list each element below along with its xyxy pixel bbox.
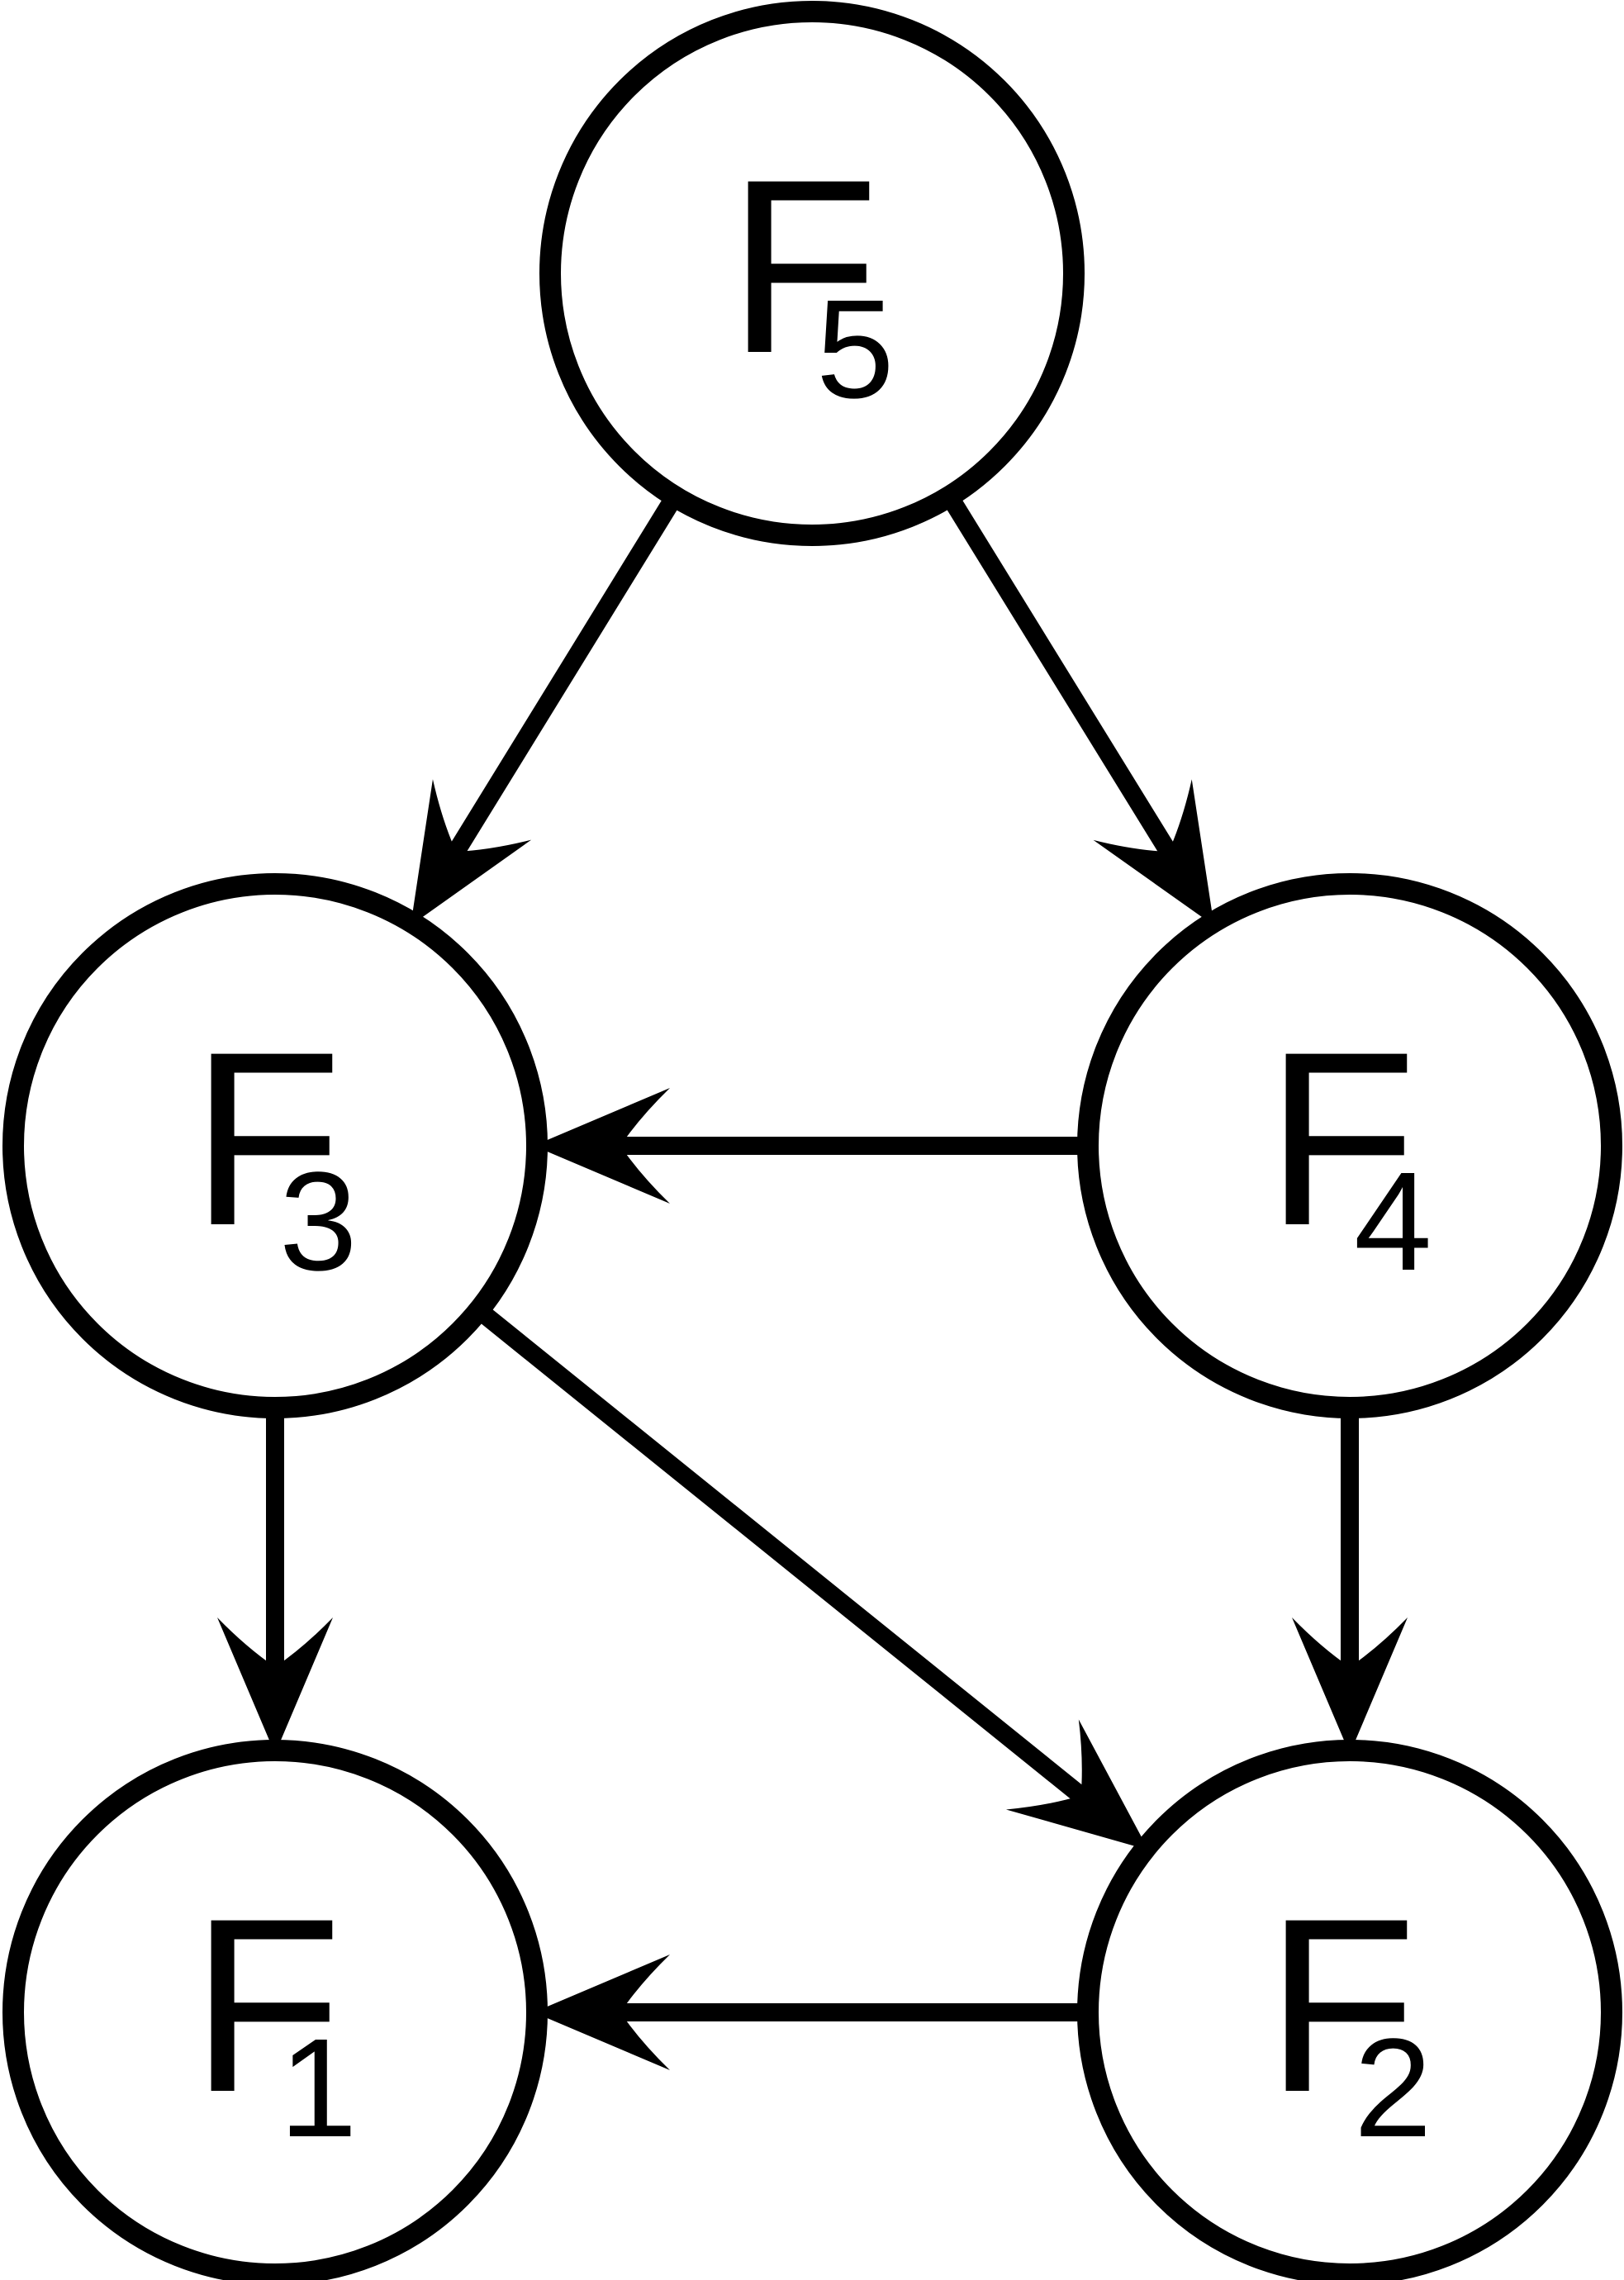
- node-circle: [539, 1, 1085, 546]
- arrowhead-icon: [1005, 1719, 1149, 1850]
- node-label-subscript: 4: [1354, 1143, 1432, 1300]
- node-label-subscript: 2: [1354, 2010, 1432, 2167]
- edge-f5-to-f4: [943, 492, 1214, 926]
- edge-f5-to-f3: [411, 492, 682, 926]
- edge-f4-to-f3: [534, 1088, 1086, 1204]
- arrowhead-icon: [1292, 1617, 1408, 1754]
- node-f1: F1: [2, 1740, 548, 2280]
- arrowhead-icon: [411, 779, 532, 926]
- node-f3: F3: [2, 873, 548, 1418]
- arrowhead-icon: [534, 1088, 670, 1204]
- node-circle: [1077, 873, 1622, 1418]
- node-circle: [2, 873, 548, 1418]
- node-label-letter: F: [191, 1866, 342, 2144]
- edge-line: [474, 1304, 1094, 1808]
- node-label-letter: F: [1265, 1000, 1417, 1277]
- node-f4: F4: [1077, 873, 1622, 1418]
- edge-f2-to-f1: [534, 1955, 1086, 2070]
- node-label-subscript: 1: [279, 2010, 358, 2167]
- node-label-subscript: 3: [279, 1143, 358, 1300]
- node-label-letter: F: [728, 127, 879, 405]
- edge-line: [943, 492, 1181, 864]
- node-label-letter: F: [1265, 1866, 1417, 2144]
- node-label-subscript: 5: [816, 271, 895, 428]
- edge-f3-to-f1: [217, 1409, 333, 1754]
- node-f2: F2: [1077, 1740, 1622, 2280]
- arrowhead-icon: [217, 1617, 333, 1754]
- node-f5: F5: [539, 1, 1085, 546]
- edge-f4-to-f2: [1292, 1409, 1408, 1754]
- arrowhead-icon: [1093, 779, 1214, 926]
- edge-line: [444, 492, 682, 864]
- edge-f3-to-f2: [474, 1304, 1149, 1850]
- node-circle: [1077, 1740, 1622, 2280]
- node-label-letter: F: [191, 1000, 342, 1277]
- edges: [217, 492, 1408, 2070]
- arrowhead-icon: [534, 1955, 670, 2070]
- node-circle: [2, 1740, 548, 2280]
